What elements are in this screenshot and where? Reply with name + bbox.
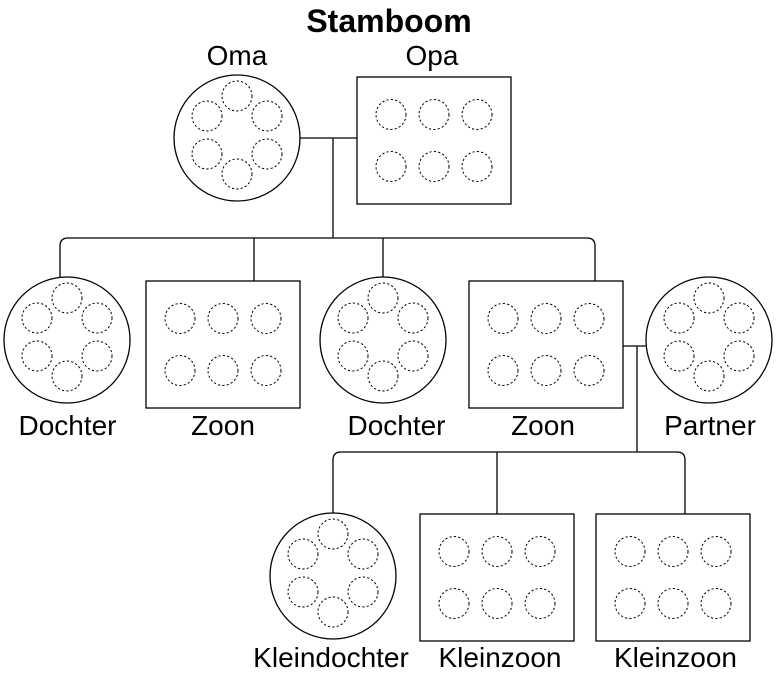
partner-circle-slot-4 <box>693 360 725 392</box>
sibling-bar-generation-3 <box>332 451 686 514</box>
opa-square-slot-1 <box>375 99 407 130</box>
label-dochter-2: Dochter <box>347 410 446 441</box>
opa-square-slot-2 <box>418 99 450 130</box>
label-zoon-2: Zoon <box>511 410 575 441</box>
zoon-2-square-slot-5 <box>530 355 562 386</box>
label-partner: Partner <box>664 410 756 441</box>
zoon-2-square <box>468 280 624 409</box>
kleinzoon-2-square <box>595 513 751 642</box>
zoon-1-square-slot-5 <box>207 355 239 386</box>
kleinzoon-1-square <box>419 513 575 642</box>
oma-circle-slot-2 <box>251 100 283 132</box>
kleinzoon-2-square-slot-3 <box>700 536 732 567</box>
kleinzoon-1-square-slot-2 <box>481 536 513 567</box>
zoon-2-square-slot-1 <box>487 303 519 334</box>
oma-circle-slot-1 <box>221 80 253 112</box>
kleindochter-circle-slot-6 <box>287 538 319 570</box>
dochter-2-circle <box>319 276 447 404</box>
opa-square-slot-5 <box>418 151 450 182</box>
dochter-2-circle-slot-1 <box>367 282 399 314</box>
kleinzoon-1-square-slot-3 <box>524 536 556 567</box>
partner-circle-slot-2 <box>723 302 755 334</box>
kleinzoon-2-square-slot-2 <box>657 536 689 567</box>
kleindochter-circle-slot-4 <box>317 596 349 628</box>
kleindochter-circle-slot-5 <box>287 576 319 608</box>
diagram-title: Stamboom <box>306 3 472 39</box>
kleinzoon-1-square-slot-1 <box>438 536 470 567</box>
partner-circle <box>645 276 773 404</box>
opa-square-slot-6 <box>461 151 493 182</box>
kleindochter-circle <box>269 512 397 640</box>
dochter-1-circle-slot-2 <box>81 302 113 334</box>
oma-circle <box>173 74 301 202</box>
zoon-1-square-slot-4 <box>164 355 196 386</box>
kleinzoon-1-square-slot-4 <box>438 588 470 619</box>
partner-circle-slot-5 <box>663 340 695 372</box>
kleinzoon-2-square-slot-1 <box>614 536 646 567</box>
oma-circle-slot-4 <box>221 158 253 190</box>
dochter-2-circle-slot-6 <box>337 302 369 334</box>
opa-square <box>356 76 512 205</box>
kleinzoon-1-square-slot-6 <box>524 588 556 619</box>
zoon-2-square-slot-6 <box>573 355 605 386</box>
label-kleindochter: Kleindochter <box>253 642 409 673</box>
oma-circle-slot-6 <box>191 100 223 132</box>
zoon-2-square-slot-2 <box>530 303 562 334</box>
dochter-1-circle-slot-6 <box>21 302 53 334</box>
dochter-1-circle <box>3 276 131 404</box>
oma-circle-slot-5 <box>191 138 223 170</box>
dochter-2-circle-slot-4 <box>367 360 399 392</box>
sibling-bar-generation-2 <box>59 237 596 281</box>
dochter-1-circle-slot-1 <box>51 282 83 314</box>
dochter-1-circle-slot-4 <box>51 360 83 392</box>
zoon-1-square-slot-2 <box>207 303 239 334</box>
partner-circle-slot-6 <box>663 302 695 334</box>
kleinzoon-2-square-slot-5 <box>657 588 689 619</box>
kleinzoon-2-square-slot-4 <box>614 588 646 619</box>
dochter-2-circle-slot-5 <box>337 340 369 372</box>
dochter-1-circle-slot-5 <box>21 340 53 372</box>
zoon-1-square <box>145 280 301 409</box>
oma-circle-slot-3 <box>251 138 283 170</box>
label-zoon-1: Zoon <box>191 410 255 441</box>
kleindochter-circle-slot-1 <box>317 518 349 550</box>
kleindochter-circle-slot-3 <box>347 576 379 608</box>
label-kleinzoon-1: Kleinzoon <box>438 642 562 673</box>
zoon-2-square-slot-4 <box>487 355 519 386</box>
label-kleinzoon-2: Kleinzoon <box>614 642 737 673</box>
partner-circle-slot-1 <box>693 282 725 314</box>
zoon-2-square-slot-3 <box>573 303 605 334</box>
dochter-1-circle-slot-3 <box>81 340 113 372</box>
dochter-2-circle-slot-3 <box>397 340 429 372</box>
opa-square-slot-3 <box>461 99 493 130</box>
kleinzoon-1-square-slot-5 <box>481 588 513 619</box>
zoon-1-square-slot-6 <box>250 355 282 386</box>
label-oma: Oma <box>206 40 268 71</box>
dochter-2-circle-slot-2 <box>397 302 429 334</box>
opa-square-slot-4 <box>375 151 407 182</box>
label-opa: Opa <box>405 40 459 71</box>
label-dochter-1: Dochter <box>18 410 117 441</box>
zoon-1-square-slot-3 <box>250 303 282 334</box>
zoon-1-square-slot-1 <box>164 303 196 334</box>
kleindochter-circle-slot-2 <box>347 538 379 570</box>
partner-circle-slot-3 <box>723 340 755 372</box>
kleinzoon-2-square-slot-6 <box>700 588 732 619</box>
